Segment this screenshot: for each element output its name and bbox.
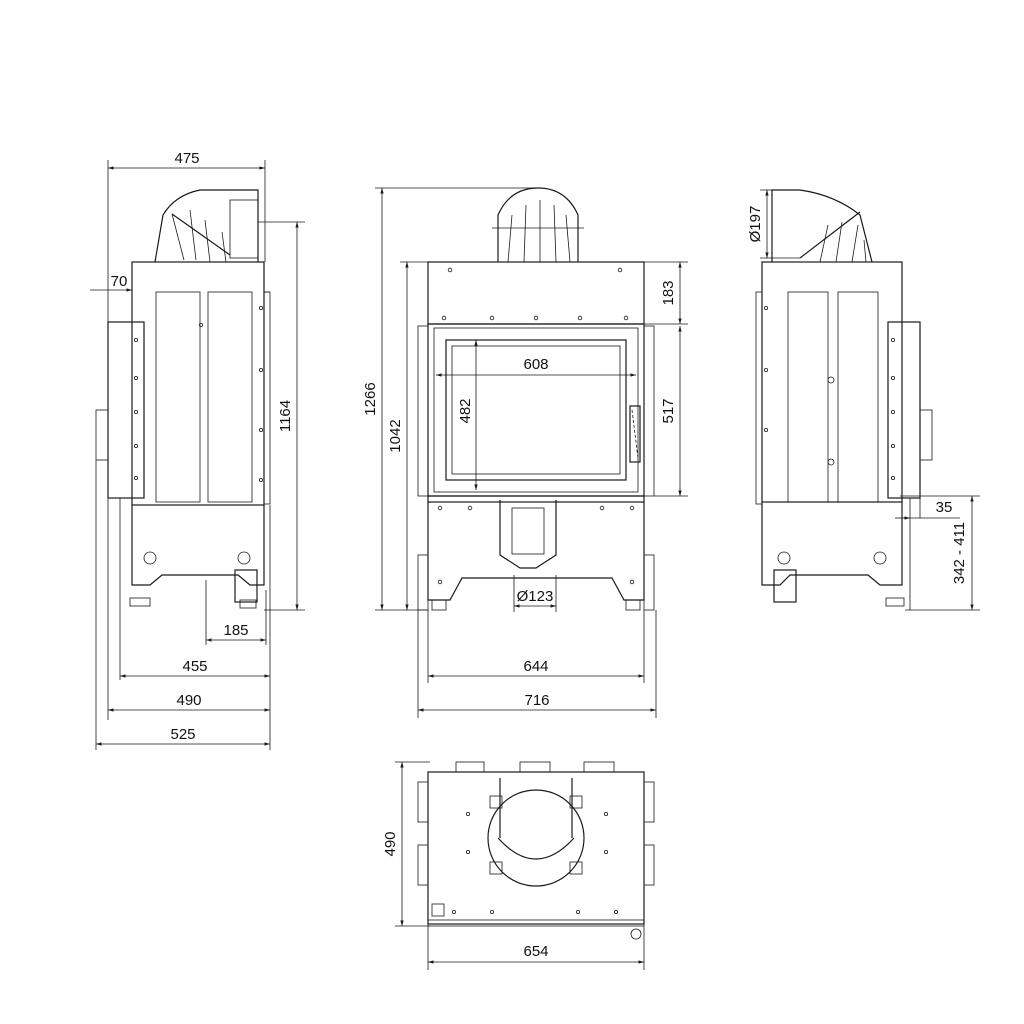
- dim-outlet-197: Ø197: [747, 206, 764, 243]
- dim-644: 644: [523, 658, 548, 675]
- top-view: 490 654: [382, 761, 655, 970]
- dim-490-top: 490: [382, 831, 399, 856]
- dim-70: 70: [111, 273, 128, 290]
- dim-35: 35: [936, 499, 953, 516]
- dim-490-left: 490: [176, 692, 201, 709]
- dim-183: 183: [660, 280, 677, 305]
- dim-475: 475: [174, 150, 199, 167]
- dim-1266: 1266: [362, 382, 379, 415]
- dim-455: 455: [182, 658, 207, 675]
- dim-342-411: 342 - 411: [951, 522, 968, 584]
- dim-654: 654: [523, 943, 548, 960]
- dim-185: 185: [223, 622, 248, 639]
- dim-716: 716: [524, 692, 549, 709]
- right-side-view: Ø197 35 342 - 411: [747, 189, 980, 611]
- dim-525: 525: [170, 726, 195, 743]
- dim-flue-123: Ø123: [517, 588, 554, 605]
- dim-482: 482: [457, 398, 474, 423]
- dim-1164: 1164: [277, 400, 294, 432]
- dim-608: 608: [523, 356, 548, 373]
- front-view: 1266 1042 183 517 608 482 Ø123 644 716: [362, 187, 688, 718]
- dim-1042: 1042: [387, 419, 404, 452]
- dim-517: 517: [660, 398, 677, 423]
- left-side-view: 475 70 1164 185 455 490 525: [90, 150, 305, 750]
